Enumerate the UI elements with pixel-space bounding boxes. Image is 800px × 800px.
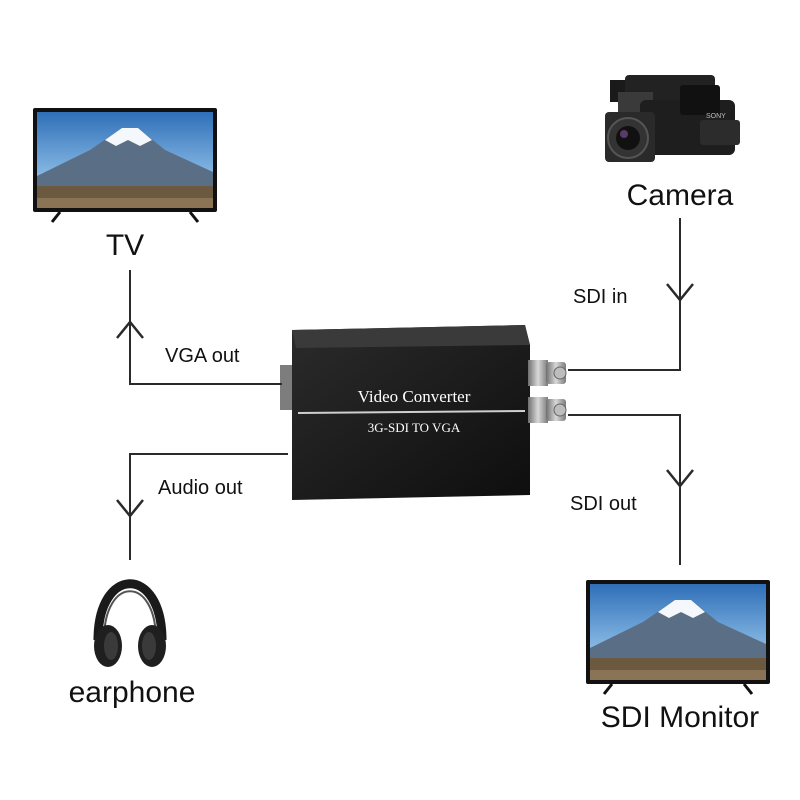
- converter-title: Video Converter: [358, 387, 471, 406]
- sdi-in-line: [568, 218, 681, 371]
- vga-out-label: VGA out: [165, 345, 240, 367]
- converter-subtitle: 3G-SDI TO VGA: [368, 420, 461, 435]
- tv-device: [33, 108, 217, 223]
- sdi-monitor-label: SDI Monitor: [601, 701, 759, 734]
- earphone-label: earphone: [69, 676, 196, 709]
- camera-label: Camera: [627, 179, 734, 212]
- tv-label: TV: [106, 229, 144, 262]
- arrow-down-icon: [666, 283, 694, 302]
- sdi-out-line: [568, 414, 681, 565]
- sdi-out-connector: [528, 397, 567, 423]
- vga-port: [280, 365, 292, 410]
- vga-out-line: [129, 270, 282, 385]
- sdi-in-connector: [528, 360, 567, 386]
- sdi-monitor-device: [586, 580, 770, 695]
- audio-out-label: Audio out: [158, 477, 243, 499]
- sdi-out-label: SDI out: [570, 493, 637, 515]
- camera-device: SONY: [605, 75, 740, 162]
- arrow-up-icon: [116, 320, 144, 339]
- connection-lines: [129, 218, 681, 565]
- video-converter: Video Converter 3G-SDI TO VGA: [280, 325, 567, 500]
- arrow-down-icon: [116, 499, 144, 518]
- headphones-icon: [93, 579, 167, 667]
- svg-text:SONY: SONY: [706, 113, 726, 120]
- arrow-down-icon: [666, 469, 694, 488]
- audio-out-line: [129, 453, 288, 560]
- sdi-in-label: SDI in: [573, 286, 627, 308]
